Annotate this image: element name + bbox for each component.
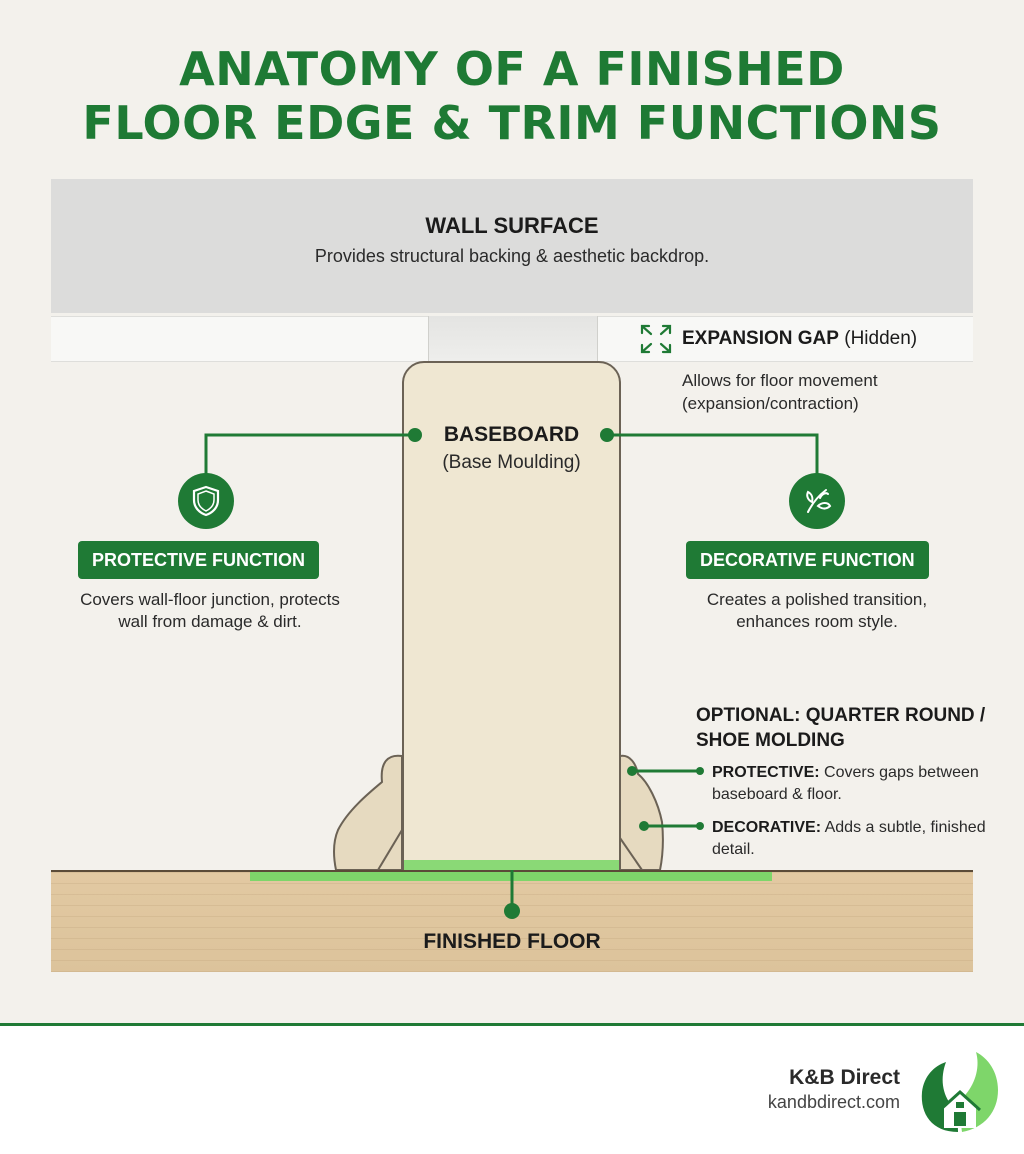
- footer-divider: [0, 1023, 1024, 1026]
- optional-molding-item-protective: PROTECTIVE: Covers gaps between baseboar…: [712, 762, 992, 806]
- baseboard-sublabel: (Base Moulding): [442, 452, 581, 473]
- shoe-molding-left: [333, 754, 403, 871]
- optional-item-label: DECORATIVE:: [712, 819, 822, 836]
- shoe-molding-right: [619, 754, 664, 871]
- protective-circle: [178, 473, 234, 529]
- expansion-gap-description: Allows for floor movement (expansion/con…: [682, 371, 878, 413]
- optional-item-text: Covers gaps between baseboard & floor.: [712, 764, 979, 803]
- expand-arrows-icon: [640, 324, 672, 354]
- wall-label: WALL SURFACE: [425, 213, 599, 238]
- expansion-gap-label: EXPANSION GAP (Hidden): [682, 328, 917, 350]
- baseboard-bottom-highlight: [404, 860, 619, 870]
- title-line-2: FLOOR EDGE & TRIM FUNCTIONS: [82, 96, 942, 150]
- decorative-function-description: Creates a polished transition, enhances …: [706, 590, 928, 631]
- optional-item-text: Adds a subtle, finished detail.: [712, 819, 986, 858]
- floor-label: FINISHED FLOOR: [423, 930, 601, 953]
- page-title: ANATOMY OF A FINISHED FLOOR EDGE & TRIM …: [0, 42, 1024, 150]
- protective-function-description: Covers wall-floor junction, protects wal…: [80, 590, 340, 631]
- house-leaf-logo: [921, 1052, 998, 1132]
- shield-icon: [192, 485, 220, 517]
- wall-surface: [51, 179, 973, 313]
- title-line-1: ANATOMY OF A FINISHED: [179, 42, 845, 96]
- brand-url: kandbdirect.com: [767, 1092, 900, 1112]
- optional-molding-item-decorative: DECORATIVE: Adds a subtle, finished deta…: [712, 817, 992, 861]
- baseboard: [402, 361, 621, 872]
- brand-name: K&B Direct: [789, 1066, 900, 1089]
- baseboard-label: BASEBOARD: [443, 423, 580, 446]
- leaf-flourish-icon: [806, 489, 832, 513]
- optional-molding-title: OPTIONAL: QUARTER ROUND / SHOE MOLDING: [696, 705, 986, 751]
- expansion-gap-area: [428, 316, 598, 361]
- footer: [0, 1026, 1024, 1154]
- decorative-circle: [789, 473, 845, 529]
- wall-description: Provides structural backing & aesthetic …: [314, 246, 710, 266]
- protective-function-label: PROTECTIVE FUNCTION: [78, 541, 320, 579]
- expansion-gap-qualifier: (Hidden): [844, 328, 918, 349]
- decorative-function-label: DECORATIVE FUNCTION: [686, 541, 929, 579]
- optional-item-label: PROTECTIVE:: [712, 764, 820, 781]
- expansion-gap-title: EXPANSION GAP: [682, 328, 839, 349]
